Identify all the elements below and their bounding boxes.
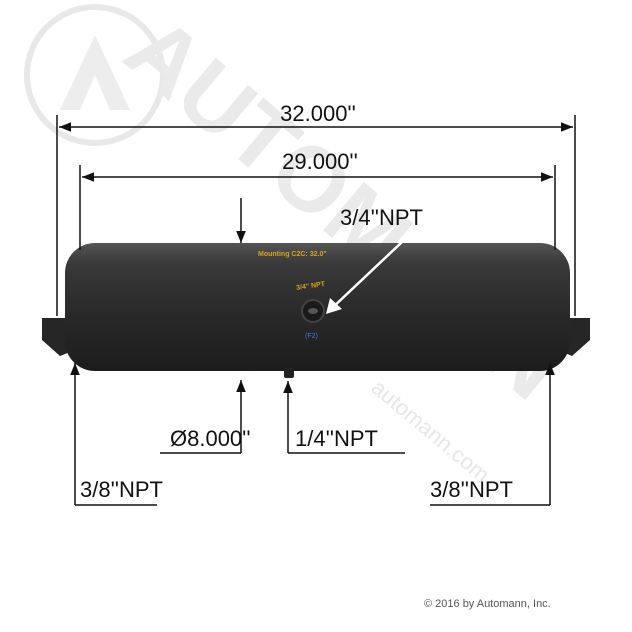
diameter-label: Ø8.000'' [170, 426, 251, 451]
overall-length-label: 32.000'' [280, 101, 356, 126]
diameter-dimension [160, 198, 246, 454]
right-end-port-label: 3/8''NPT [430, 477, 513, 502]
left-end-port-dimension [70, 363, 157, 506]
copyright: © 2016 by Automann, Inc. [424, 598, 551, 610]
side-port-label: 3/4''NPT [340, 205, 423, 230]
port-opening [308, 308, 318, 314]
watermark-url: automann.com [367, 375, 495, 488]
watermark-a-icon [60, 35, 130, 110]
side-port-arrow [329, 241, 403, 311]
port-label: 3/4" NPT [296, 281, 326, 292]
bottom-port-fitting [284, 368, 294, 378]
right-end-port-dimension [430, 363, 555, 506]
side-port-arrowhead [326, 298, 342, 314]
bottom-port-dimension [283, 381, 405, 454]
left-end-port-label: 3/8''NPT [80, 477, 163, 502]
mounting-label: Mounting C2C: 32.0" [258, 251, 327, 258]
watermark-circle [24, 4, 166, 146]
bottom-port-label: 1/4''NPT [295, 426, 378, 451]
port-id: (F2) [305, 333, 318, 340]
body-length-label: 29.000'' [282, 149, 358, 174]
air-tank: Mounting C2C: 32.0" 3/4" NPT (F2) [42, 243, 590, 378]
overall-length-dimension [56, 115, 576, 316]
